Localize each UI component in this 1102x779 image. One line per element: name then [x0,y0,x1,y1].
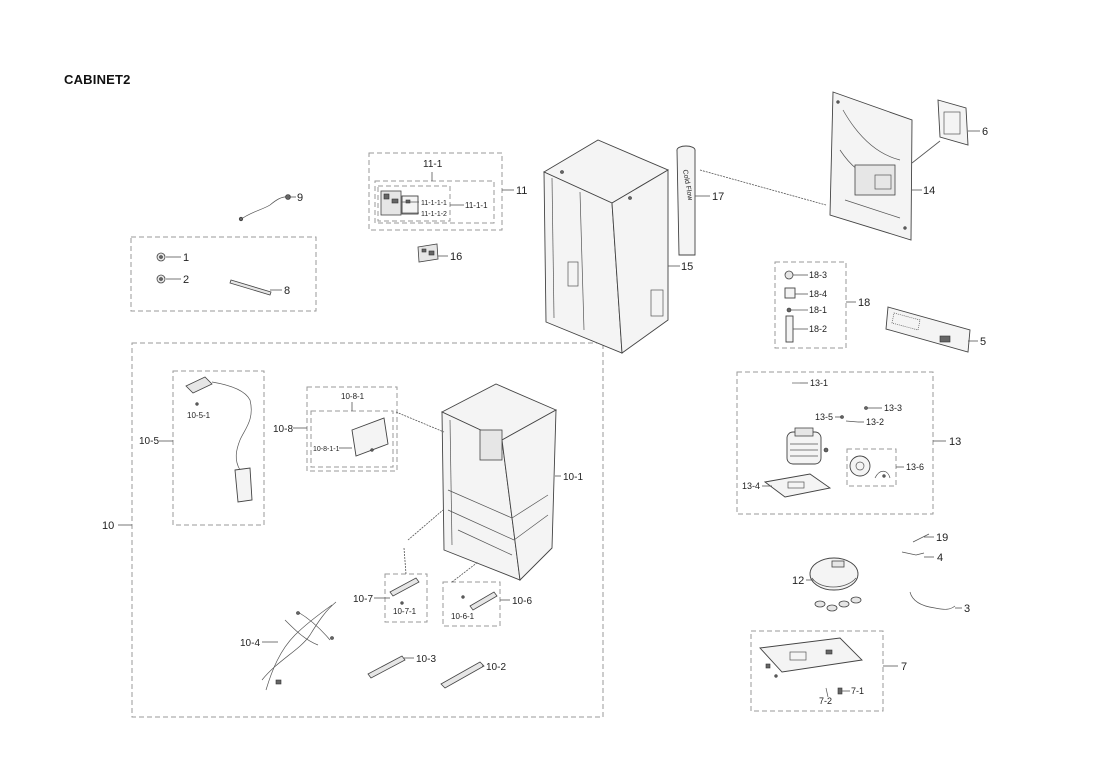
label-10-3: 10-3 [416,654,436,665]
label-10-8-1-1: 10-8-1-1 [313,446,340,453]
part-13-condenser-fan-motor [786,427,829,465]
label-11: 11 [516,185,527,197]
group-box-11 [368,152,503,231]
label-10-7-1: 10-7-1 [393,607,417,616]
label-14: 14 [923,185,935,197]
part-13-6-fan [849,455,891,479]
label-7-1: 7-1 [851,686,864,696]
part-9-sensor-wire [238,194,291,222]
label-11-1: 11-1 [423,159,443,170]
label-16: 16 [450,251,462,263]
label-13-5: 13-5 [815,412,833,422]
part-16-pcb [417,243,439,263]
part-10-4-wire-harness [261,601,337,691]
group-box-10-5 [172,370,265,526]
group-box-11-1 [374,180,495,224]
part-2-screw [156,274,166,284]
label-10-5-1: 10-5-1 [187,411,211,420]
label-10-5: 10-5 [139,436,159,447]
part-10-7-rail [389,577,420,605]
label-10-8-1: 10-8-1 [341,392,365,401]
part-12-compressor [809,557,862,612]
label-2: 2 [183,274,189,286]
label-11-1-1: 11-1-1 [465,201,488,210]
label-13-6: 13-6 [906,462,924,472]
label-15: 15 [681,261,693,273]
label-3: 3 [964,603,970,615]
label-4: 4 [937,552,943,564]
part-10-1-inner-liner [440,383,558,581]
part-10-2-rail [440,661,485,689]
group-box-10-8 [306,386,398,472]
part-5-grille [885,306,971,353]
group-box-10-6 [442,581,501,627]
part-17-cold-flow-duct: Cold Flow [676,145,696,256]
part-3-pipe [909,591,956,610]
part-19-pin [912,533,930,543]
page-title: CABINET2 [64,72,131,87]
label-18-1: 18-1 [809,305,827,315]
label-10-6: 10-6 [512,596,532,607]
part-10-3-rail [367,655,406,679]
label-12: 12 [792,575,804,587]
part-10-8-bracket [351,417,389,457]
label-10: 10 [102,520,114,532]
group-box-10 [131,342,604,718]
group-box-13 [736,371,934,515]
label-18: 18 [858,297,870,309]
part-15-outer-cabinet [543,139,669,354]
label-10-6-1: 10-6-1 [451,612,475,621]
part-8-rod [229,279,272,296]
group-box-7 [750,630,884,712]
label-17: 17 [712,191,724,203]
label-10-1: 10-1 [563,472,583,483]
label-1: 1 [183,252,189,264]
part-14-rear-panel [829,91,913,241]
label-10-2: 10-2 [486,662,506,673]
label-8: 8 [284,285,290,297]
label-18-4: 18-4 [809,289,827,299]
label-5: 5 [980,336,986,348]
label-10-4: 10-4 [240,638,260,649]
part-11-1-1-pcb-assembly [380,190,419,216]
label-19: 19 [936,532,948,544]
leader-lines [118,130,980,692]
group-box-13-6 [846,448,897,487]
part-7-1-screw [837,687,843,695]
label-9: 9 [297,192,303,204]
part-13-4-bracket [763,473,832,498]
part-10-5-harness [185,376,253,503]
part-4-pipe [901,551,925,556]
part-13-2-clip [845,420,859,423]
group-box-1-2-8 [130,236,317,312]
label-10-8: 10-8 [273,424,293,435]
part-7-base-cover [759,637,863,678]
label-13-3: 13-3 [884,403,902,413]
label-13-4: 13-4 [742,481,760,491]
label-7-2: 7-2 [819,696,832,706]
label-7: 7 [901,661,907,673]
label-6: 6 [982,126,988,138]
group-box-18 [774,261,847,349]
part-18-filter-assembly [784,270,796,343]
part-10-6-rail [461,591,498,611]
part-1-screw [156,252,166,262]
label-11-1-1-2: 11-1-1-2 [421,211,447,218]
part-6-cover [937,99,969,146]
part-7-2-screw [825,687,829,698]
group-box-11-1-1 [377,185,451,222]
label-18-3: 18-3 [809,270,827,280]
label-13-2: 13-2 [866,417,884,427]
label-11-1-1-1: 11-1-1-1 [421,200,447,207]
label-13: 13 [949,436,961,448]
label-18-2: 18-2 [809,324,827,334]
label-13-1: 13-1 [810,378,828,388]
label-10-7: 10-7 [353,594,373,605]
callout-labels: 9 1 2 8 11-1 11 11-1-1 11-1-1-1 11-1-1-2… [102,126,988,706]
